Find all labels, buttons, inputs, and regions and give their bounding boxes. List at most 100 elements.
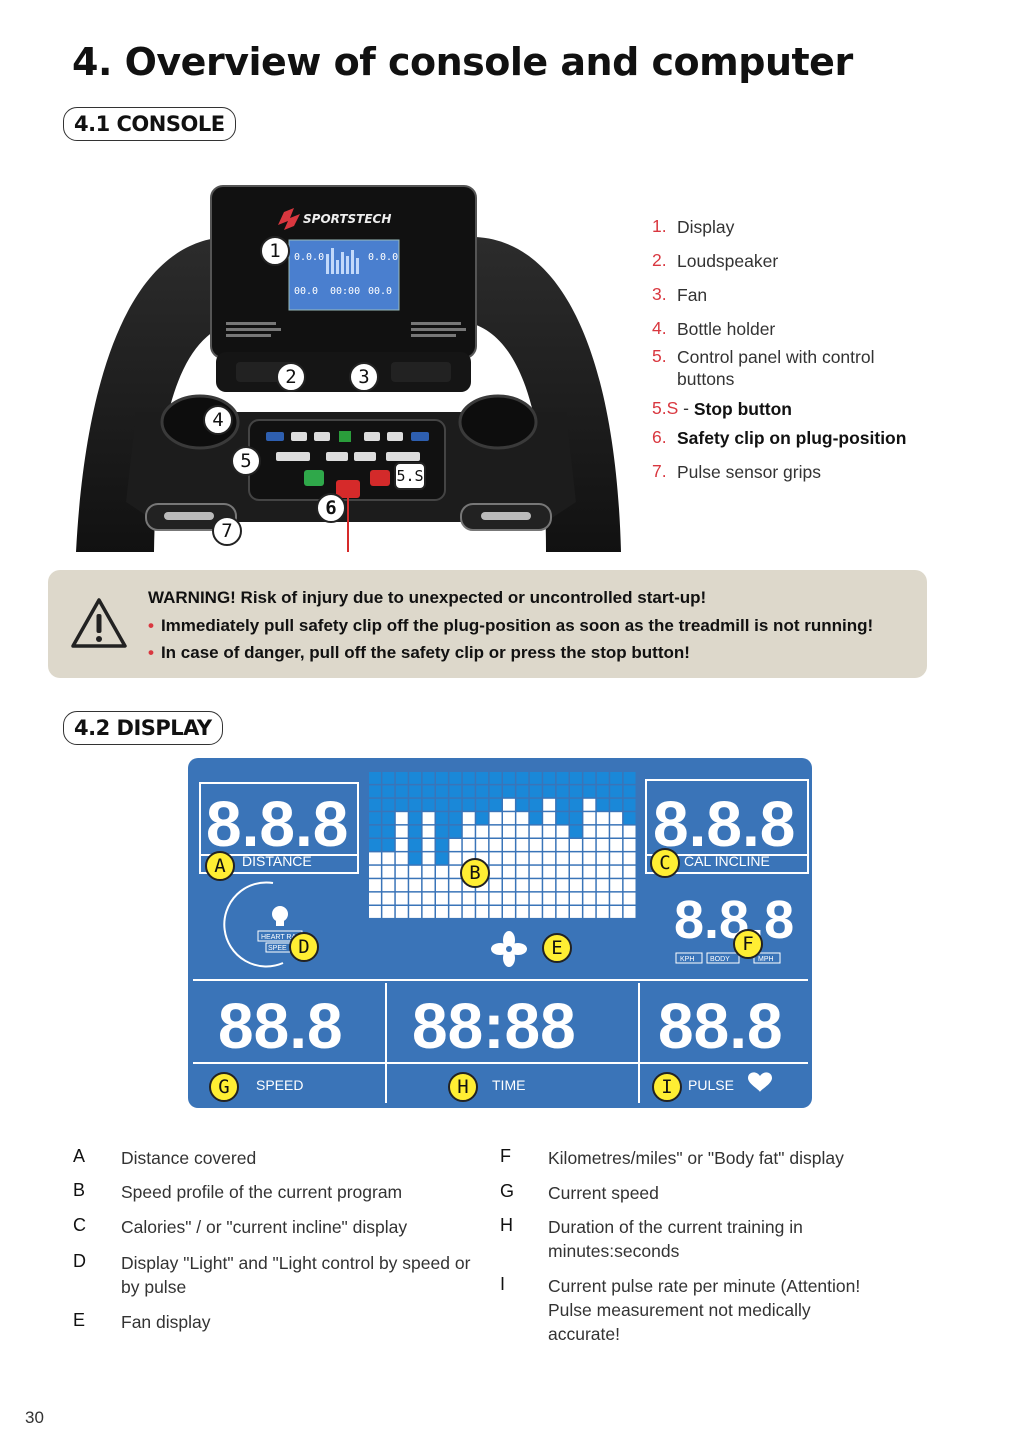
profile-cell <box>382 879 395 892</box>
profile-cell <box>369 772 381 784</box>
profile-cell <box>449 879 462 892</box>
profile-cell <box>449 798 462 811</box>
label-distance: DISTANCE <box>242 853 312 869</box>
digits-speed: 88.8 <box>218 990 343 1062</box>
profile-cell <box>610 785 623 798</box>
profile-cell <box>596 906 609 918</box>
legend-item-display: 1.Display <box>652 216 735 237</box>
svg-text:00:00: 00:00 <box>330 286 360 297</box>
profile-cell <box>570 825 582 838</box>
profile-cell <box>570 852 582 865</box>
callout-a: A <box>205 851 235 881</box>
profile-cell <box>623 839 636 851</box>
profile-cell <box>382 772 395 784</box>
profile-cell <box>583 839 596 851</box>
legend-item-control-panel: 5.Control panel with control buttons <box>652 346 875 389</box>
profile-cell <box>489 906 502 918</box>
profile-cell <box>382 852 395 865</box>
profile-cell <box>610 798 623 811</box>
profile-cell <box>556 772 569 784</box>
profile-cell <box>570 892 582 905</box>
profile-cell <box>543 812 556 825</box>
profile-cell <box>623 879 636 892</box>
profile-cell <box>409 839 422 851</box>
profile-cell <box>369 785 381 798</box>
profile-cell <box>583 906 596 918</box>
warning-triangle-icon <box>71 598 127 648</box>
profile-cell <box>369 812 381 825</box>
profile-cell <box>596 812 609 825</box>
profile-cell <box>610 812 623 825</box>
profile-cell <box>623 865 636 878</box>
profile-cell <box>556 892 569 905</box>
profile-cell <box>382 785 395 798</box>
profile-cell <box>556 879 569 892</box>
label-speed-small: SPEE <box>268 945 287 952</box>
profile-cell <box>503 839 515 851</box>
profile-cell <box>369 906 381 918</box>
profile-cell <box>422 798 435 811</box>
warning-bullet: •Immediately pull safety clip off the pl… <box>148 616 874 635</box>
profile-cell <box>570 906 582 918</box>
callout-3: 3 <box>349 362 379 392</box>
profile-cell <box>462 906 475 918</box>
label-heart-rate: HEART RA <box>261 934 296 941</box>
profile-cell <box>583 798 596 811</box>
profile-cell <box>543 772 556 784</box>
display-image: 8.8.8 8.8.8 8.8.8 88.8 88:88 88.8 DISTAN… <box>188 758 812 1108</box>
profile-cell <box>516 865 529 878</box>
profile-cell <box>395 798 408 811</box>
profile-cell <box>449 825 462 838</box>
profile-cell <box>529 892 542 905</box>
section-heading-display: 4.2 DISPLAY <box>63 711 223 745</box>
callout-e: E <box>542 933 572 963</box>
profile-cell <box>529 839 542 851</box>
profile-cell <box>476 798 489 811</box>
profile-cell <box>623 852 636 865</box>
profile-cell <box>610 772 623 784</box>
profile-cell <box>382 906 395 918</box>
profile-cell <box>382 812 395 825</box>
profile-cell <box>596 879 609 892</box>
svg-text:0.0.0: 0.0.0 <box>368 252 398 263</box>
profile-cell <box>570 839 582 851</box>
profile-cell <box>489 865 502 878</box>
light-bulb-icon <box>272 906 288 926</box>
profile-cell <box>503 825 515 838</box>
profile-cell <box>556 839 569 851</box>
profile-cell <box>529 798 542 811</box>
callout-i: I <box>652 1072 682 1102</box>
profile-cell <box>436 772 448 784</box>
profile-cell <box>596 839 609 851</box>
profile-cell <box>503 798 515 811</box>
profile-cell <box>449 772 462 784</box>
profile-cell <box>382 839 395 851</box>
profile-cell <box>596 798 609 811</box>
profile-cell <box>596 825 609 838</box>
profile-cell <box>529 785 542 798</box>
profile-cell <box>503 865 515 878</box>
profile-cell <box>570 772 582 784</box>
profile-cell <box>395 772 408 784</box>
warning-box: WARNING! Risk of injury due to unexpecte… <box>48 570 927 678</box>
profile-cell <box>503 852 515 865</box>
callout-d: D <box>289 932 319 962</box>
profile-cell <box>583 785 596 798</box>
profile-cell <box>516 798 529 811</box>
profile-cell <box>623 812 636 825</box>
profile-cell <box>570 785 582 798</box>
callout-1: 1 <box>260 236 290 266</box>
profile-cell <box>449 839 462 851</box>
profile-cell <box>556 906 569 918</box>
profile-cell <box>489 825 502 838</box>
profile-cell <box>409 906 422 918</box>
profile-cell <box>436 812 448 825</box>
profile-cell <box>395 785 408 798</box>
callout-4: 4 <box>203 405 233 435</box>
brand-logo: SPORTSTECH <box>303 212 391 226</box>
profile-cell <box>449 812 462 825</box>
profile-cell <box>422 772 435 784</box>
profile-cell <box>449 785 462 798</box>
profile-cell <box>436 879 448 892</box>
profile-cell <box>489 852 502 865</box>
